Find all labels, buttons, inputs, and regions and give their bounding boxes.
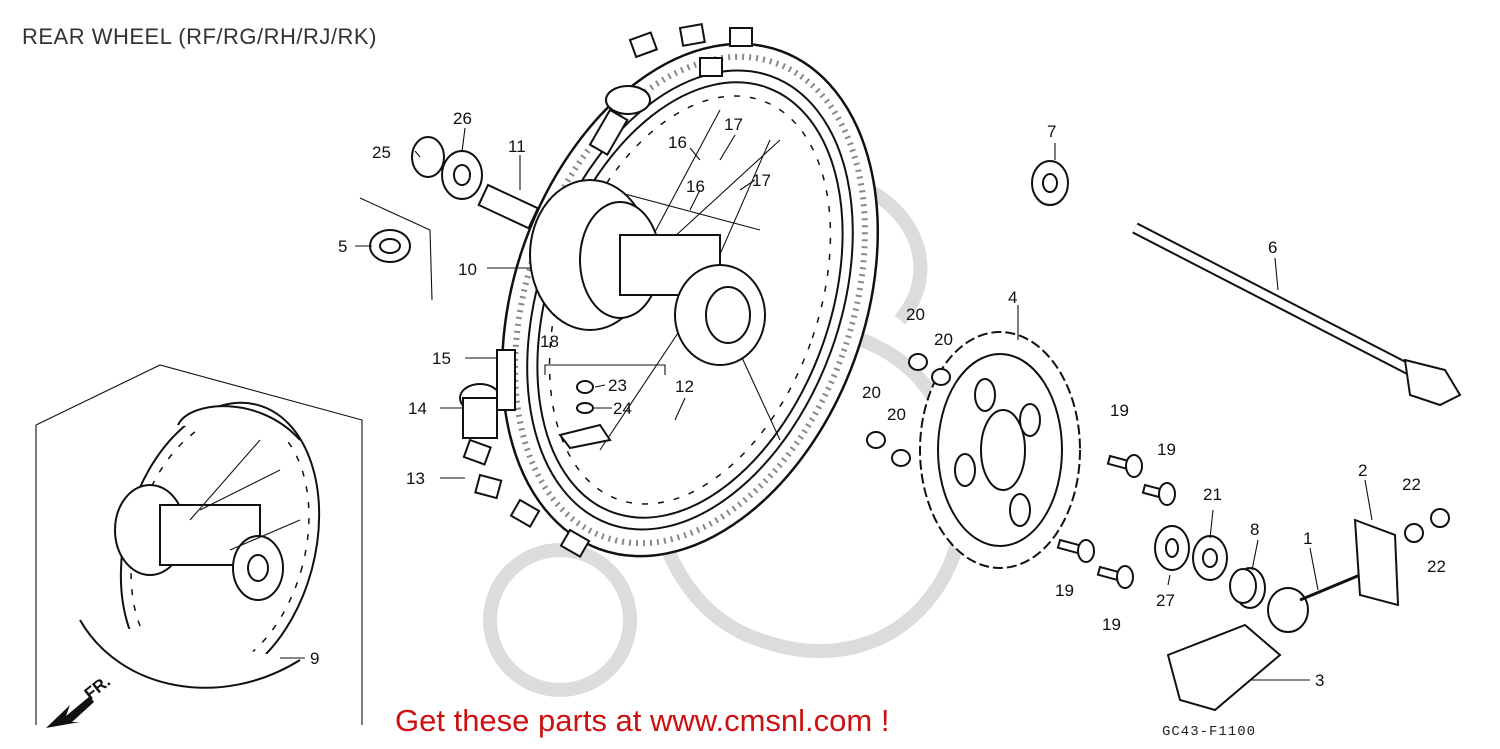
callout-19b: 19: [1157, 440, 1176, 459]
callout-22b: 22: [1427, 557, 1446, 576]
part-11-collar: [477, 183, 540, 230]
page-title: REAR WHEEL (RF/RG/RH/RJ/RK): [22, 24, 377, 49]
callout-11: 11: [508, 137, 526, 156]
callout-15: 15: [432, 349, 451, 368]
fr-arrow: [46, 696, 94, 728]
rear-hub: [529, 179, 766, 366]
callout-19c: 19: [1055, 581, 1074, 600]
part-8-collar: [1229, 567, 1266, 609]
callout-2: 2: [1358, 461, 1367, 480]
callout-17b: 17: [752, 171, 771, 190]
part-3-stopper-plate: [1166, 623, 1282, 712]
part-4-sprocket: [919, 331, 1081, 569]
callout-13: 13: [406, 469, 425, 488]
part-18-valve-group: [544, 364, 666, 450]
leader-lines: [280, 127, 1373, 681]
inset-box: [35, 364, 363, 725]
callout-1: 1: [1303, 529, 1312, 548]
callout-14: 14: [408, 399, 427, 418]
part-2-plate: [1353, 518, 1400, 607]
part-5-nut: [369, 229, 411, 263]
callout-21: 21: [1203, 485, 1222, 504]
callout-9: 9: [310, 649, 319, 668]
part-9-rim-band: [79, 405, 301, 689]
part-7-collar: [1031, 160, 1069, 206]
callout-26: 26: [453, 109, 472, 128]
callout-3: 3: [1315, 671, 1324, 690]
callout-8: 8: [1250, 520, 1259, 539]
callout-7: 7: [1047, 122, 1056, 141]
callout-20b: 20: [934, 330, 953, 349]
callout-10: 10: [458, 260, 477, 279]
part-21-seal: [1192, 535, 1228, 581]
part-6-axle: [1132, 222, 1462, 407]
callout-23: 23: [608, 376, 627, 395]
part-22-nuts: [1404, 508, 1450, 543]
callout-20d: 20: [887, 405, 906, 424]
part-20-nuts: [866, 353, 951, 467]
callout-16a: 16: [668, 133, 687, 152]
callout-12: 12: [675, 377, 694, 396]
callout-19a: 19: [1110, 401, 1129, 420]
part-19-bolts: [1056, 454, 1176, 589]
callout-20a: 20: [906, 305, 925, 324]
callout-22a: 22: [1402, 475, 1421, 494]
inset-wheel: [114, 401, 321, 689]
promo-link-text[interactable]: Get these parts at www.cmsnl.com !: [395, 703, 890, 738]
callout-18: 18: [540, 332, 559, 351]
callout-27: 27: [1156, 591, 1175, 610]
callout-19d: 19: [1102, 615, 1121, 634]
callout-5: 5: [338, 237, 347, 256]
part-26-bearing: [441, 150, 483, 200]
part-25-circlip: [411, 136, 445, 178]
tread-blocks: [462, 23, 753, 558]
inner-tube-valve: [459, 85, 651, 439]
diagram-code: GC43-F1100: [1162, 724, 1257, 740]
callout-4: 4: [1008, 288, 1017, 307]
callout-24: 24: [613, 399, 632, 418]
callout-25: 25: [372, 143, 391, 162]
part-27-bearing: [1154, 525, 1190, 571]
callout-6: 6: [1268, 238, 1277, 257]
callout-16b: 16: [686, 177, 705, 196]
callout-labels: 1 2 3 4 5 6 7 8 9 10 11 12 13 14 15 16 1…: [310, 109, 1446, 690]
callout-17a: 17: [724, 115, 743, 134]
part-1-adjuster: [1267, 573, 1361, 633]
callout-20c: 20: [862, 383, 881, 402]
